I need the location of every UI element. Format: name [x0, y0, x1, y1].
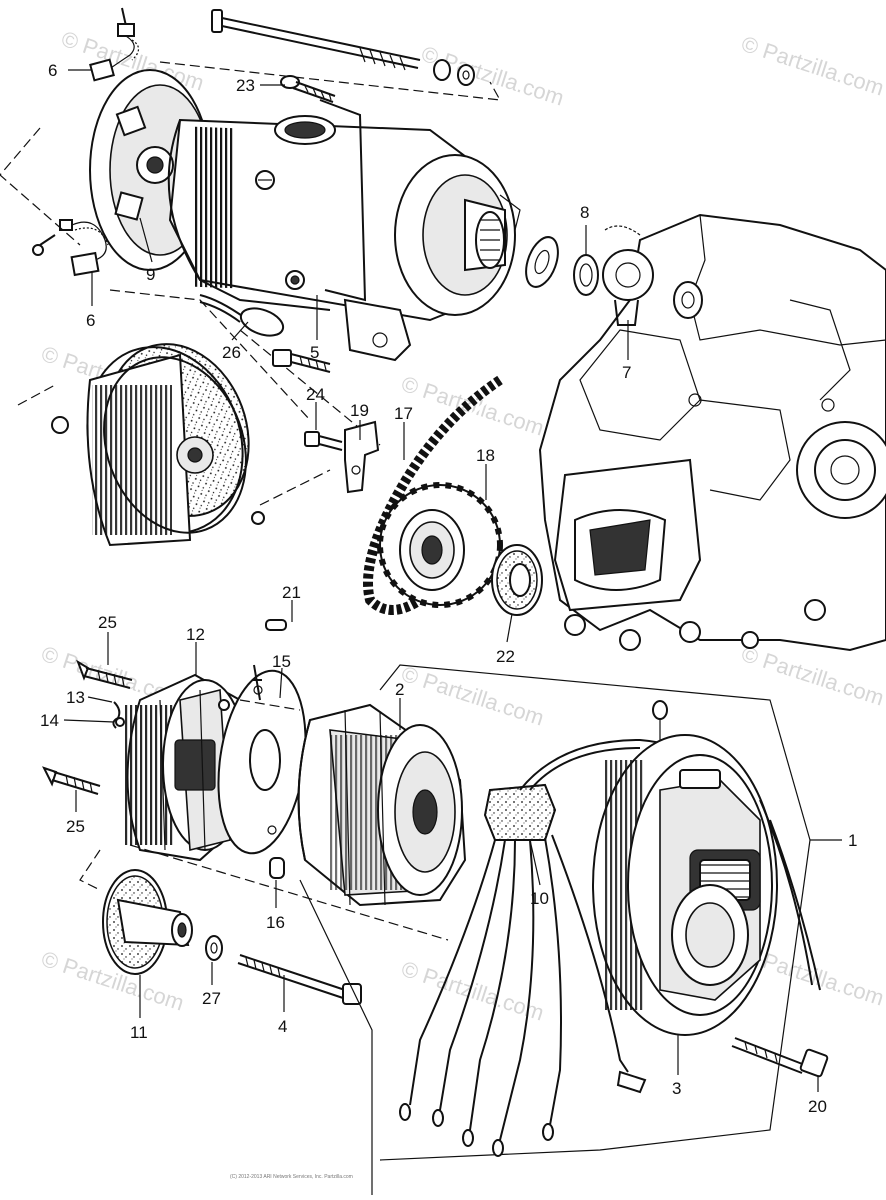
bolt-part-4: [237, 954, 362, 1005]
part-label-15: 15: [272, 652, 291, 671]
part-label-24: 24: [306, 385, 325, 404]
part-label-19: 19: [350, 401, 369, 420]
part-callouts: 1 2 3 4 5 6 6 7 8 9 10 11 12: [40, 61, 857, 1116]
part-label-27: 27: [202, 989, 221, 1008]
part-label-1: 1: [848, 831, 857, 850]
starter-sprocket-parts: [525, 225, 703, 326]
watermark-text: © Partzilla.com: [398, 956, 547, 1026]
part-label-25-bottom: 25: [66, 817, 85, 836]
part-label-2: 2: [395, 680, 404, 699]
brush-part-6-top: [89, 7, 140, 82]
part-label-26: 26: [222, 343, 241, 362]
part-label-6-bottom: 6: [86, 311, 95, 330]
crankcase-drawing: [538, 213, 886, 652]
part-label-13: 13: [66, 688, 85, 707]
pin-part-16: [269, 857, 285, 879]
part-label-3: 3: [672, 1079, 681, 1098]
part-label-12: 12: [186, 625, 205, 644]
bolt-part-24: [272, 349, 343, 451]
part-label-8: 8: [580, 203, 589, 222]
clip-part-13-14: [112, 701, 125, 729]
starter-motor-drawing: [89, 9, 521, 362]
hub-part-11: [102, 869, 223, 975]
watermark-text: © Partzilla.com: [738, 641, 886, 711]
copyright-line: (C) 2012-2013 ARI Network Services, Inc.…: [230, 1174, 353, 1180]
part-label-25-top: 25: [98, 613, 117, 632]
dashed-guide-lines-bottom: [79, 699, 449, 1195]
part-label-4: 4: [278, 1017, 287, 1036]
wire-part-26: [199, 294, 285, 337]
part-label-7: 7: [622, 363, 631, 382]
bolt-part-20: [731, 1037, 829, 1078]
part-label-20: 20: [808, 1097, 827, 1116]
screw-part-23: [280, 75, 336, 103]
plate-part-15: [217, 664, 307, 855]
part-label-18: 18: [476, 446, 495, 465]
part-label-21: 21: [282, 583, 301, 602]
flywheel-rotor-drawing: [51, 343, 265, 547]
stator-part-1: [379, 664, 821, 1161]
screw-part-25-top: [76, 659, 133, 689]
brush-part-6-bottom: [32, 219, 109, 277]
pin-part-21: [265, 619, 287, 631]
part-label-9: 9: [146, 265, 155, 284]
part-label-16: 16: [266, 913, 285, 932]
bracket-part-19: [344, 420, 380, 494]
part-label-22: 22: [496, 647, 515, 666]
screw-part-25-bottom: [42, 766, 101, 795]
part-label-10: 10: [530, 889, 549, 908]
part-label-5: 5: [310, 343, 319, 362]
dashed-guide-lines: [0, 61, 502, 506]
watermark-text: © Partzilla.com: [738, 31, 886, 101]
part-label-11: 11: [130, 1023, 148, 1042]
part-label-17: 17: [394, 404, 413, 423]
part-label-23: 23: [236, 76, 255, 95]
part-label-14: 14: [40, 711, 59, 730]
clutch-part-2: [297, 703, 467, 907]
part-label-6-top: 6: [48, 61, 57, 80]
chain-and-sprocket-drawing: [363, 375, 543, 616]
watermark-text: © Partzilla.com: [398, 371, 547, 441]
